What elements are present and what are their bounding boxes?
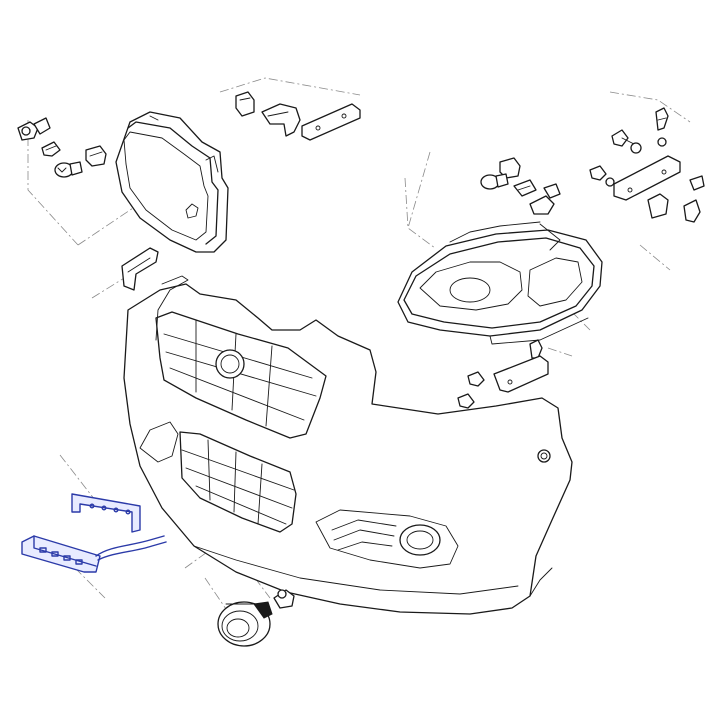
- bulb-icon: [17, 117, 51, 141]
- bulb-icon: [54, 161, 83, 178]
- screw-icon: [589, 165, 615, 187]
- bracket-right-lower[interactable]: [457, 339, 549, 409]
- screw-icon: [655, 107, 669, 131]
- clip-icon: [647, 175, 705, 223]
- bulb-icon: [480, 173, 509, 190]
- drl-bracket[interactable]: [71, 493, 141, 533]
- bulbs-right[interactable]: [480, 157, 561, 215]
- lower-grille[interactable]: [179, 431, 297, 533]
- bracket-icon: [493, 355, 549, 393]
- headlamp-right[interactable]: [397, 221, 603, 345]
- bulbs-left[interactable]: [17, 117, 107, 178]
- bulb-icon: [529, 183, 561, 215]
- upper-grille[interactable]: [155, 311, 327, 439]
- drl-light-bar[interactable]: [21, 535, 167, 573]
- bracket-icon: [301, 103, 361, 141]
- socket-icon: [85, 145, 107, 167]
- bracket-left[interactable]: [121, 247, 159, 291]
- fog-lamp[interactable]: [217, 589, 295, 647]
- screw-icon: [457, 371, 485, 409]
- mounting-brackets-top[interactable]: [235, 91, 361, 141]
- clip-icon: [235, 91, 255, 117]
- bracket-icon: [613, 155, 681, 201]
- fog-lamp-recess: [315, 509, 459, 569]
- socket-icon: [499, 157, 521, 179]
- headlamp-left[interactable]: [115, 111, 229, 253]
- leader-lines: [27, 77, 691, 613]
- adjuster-assembly-right[interactable]: [589, 107, 705, 223]
- fog-bulb-icon: [273, 589, 295, 609]
- screw-icon: [611, 129, 639, 147]
- bulb-icon: [513, 179, 537, 197]
- drl-wiring: [95, 535, 167, 561]
- screw-icon: [529, 339, 543, 359]
- bracket-icon: [261, 103, 301, 137]
- bulb-icon: [41, 141, 61, 157]
- nut-icon: [630, 137, 667, 154]
